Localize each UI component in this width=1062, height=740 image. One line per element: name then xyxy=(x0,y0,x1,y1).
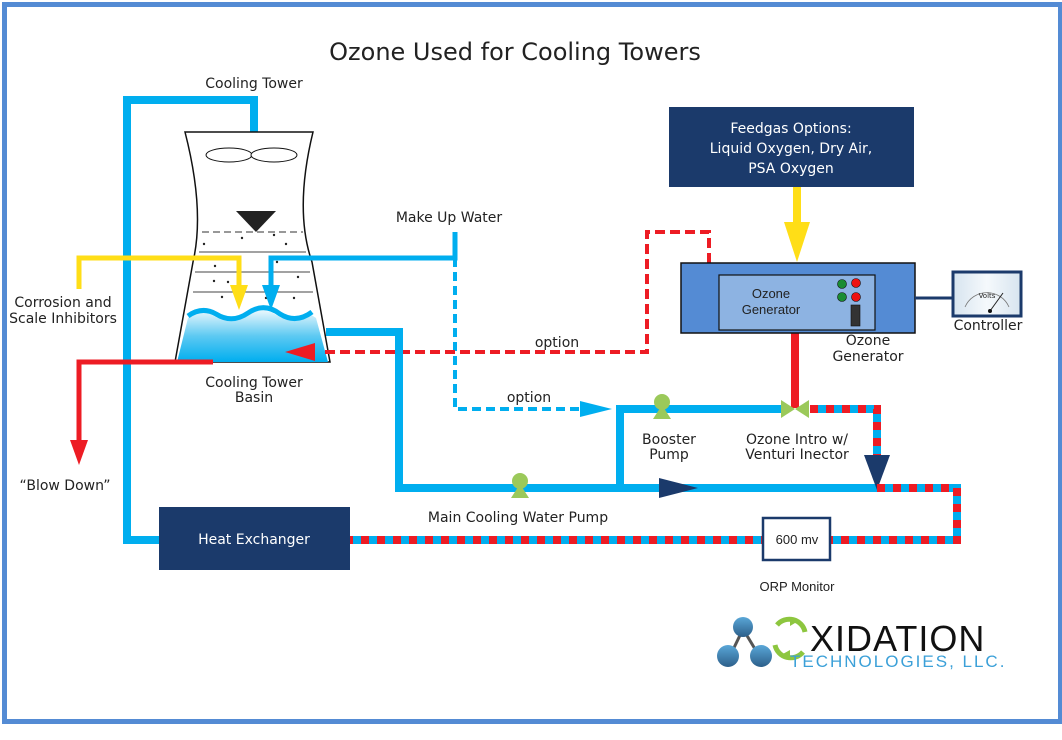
display-slot xyxy=(850,304,861,327)
booster-pump-icon xyxy=(653,394,671,419)
inhibitor-feed-line xyxy=(76,255,248,310)
arrow-down-icon xyxy=(864,455,890,490)
indicator-light-icon xyxy=(851,278,861,288)
generator-label-1: Ozone xyxy=(752,286,790,301)
orp-reading: 600 mv xyxy=(776,532,819,547)
recycle-arrows-icon xyxy=(772,616,808,661)
generator-caption-2: Generator xyxy=(832,349,903,365)
main-pump-label: Main Cooling Water Pump xyxy=(428,510,608,526)
ozone-intro-label-1: Ozone Intro w/ xyxy=(746,432,848,448)
feedgas-line-3: PSA Oxygen xyxy=(748,161,834,177)
flow-arrow-icon xyxy=(659,478,698,498)
makeup-water-line xyxy=(262,232,458,310)
blow-down-label: “Blow Down” xyxy=(20,478,111,494)
arrow-down-icon xyxy=(262,285,280,310)
controller-label: Controller xyxy=(954,318,1023,334)
cooling-tower xyxy=(174,131,331,363)
diagram-frame xyxy=(2,2,1062,724)
logo-subtitle: TECHNOLOGIES, LLC. xyxy=(790,652,1006,671)
feedgas-box: Feedgas Options: Liquid Oxygen, Dry Air,… xyxy=(669,107,914,187)
gauge-label: Volts xyxy=(979,292,996,300)
basin-label-2: Basin xyxy=(235,390,273,406)
ozone-intro-label-2: Venturi Inector xyxy=(745,447,849,463)
feedgas-line-2: Liquid Oxygen, Dry Air, xyxy=(710,141,872,157)
arrow-down-icon xyxy=(230,285,248,310)
spray-nozzle-icon xyxy=(236,211,276,232)
indicator-light-icon xyxy=(851,292,861,302)
heat-exchanger-label: Heat Exchanger xyxy=(198,532,310,548)
arrow-down-icon xyxy=(784,222,810,262)
generator-label-2: Generator xyxy=(742,302,801,317)
logo-word: XIDATION xyxy=(810,618,985,659)
booster-pump-label-2: Pump xyxy=(649,447,689,463)
basin-water xyxy=(177,310,328,362)
ozone-option-line xyxy=(285,230,711,361)
indicator-light-icon xyxy=(837,292,847,302)
blow-down-line xyxy=(70,359,213,465)
feedgas-line-1: Feedgas Options: xyxy=(730,121,851,137)
main-pump-icon xyxy=(511,473,529,498)
feedgas-arrow xyxy=(784,187,810,262)
makeup-water-option-line xyxy=(453,258,612,417)
orp-monitor-label: ORP Monitor xyxy=(760,579,836,594)
arrow-right-icon xyxy=(580,401,612,417)
corrosion-label-1: Corrosion and xyxy=(14,295,111,311)
make-up-water-label: Make Up Water xyxy=(396,210,503,226)
ozone-option-label: option xyxy=(535,335,579,351)
ozone-generator: Ozone Generator xyxy=(680,262,916,334)
diagram-title: Ozone Used for Cooling Towers xyxy=(329,38,701,66)
arrow-left-icon xyxy=(285,343,315,361)
generator-caption-1: Ozone xyxy=(846,333,890,349)
oxidation-technologies-logo: XIDATION TECHNOLOGIES, LLC. xyxy=(717,616,1006,671)
basin-label-1: Cooling Tower xyxy=(205,375,303,391)
main-supply-pipe xyxy=(326,328,877,498)
venturi-injector-icon xyxy=(781,400,809,418)
orp-monitor: 600 mv xyxy=(761,516,832,562)
cooling-tower-label: Cooling Tower xyxy=(205,76,303,92)
molecule-icon xyxy=(717,617,772,667)
fan-icon xyxy=(205,147,298,163)
ozonated-water-pipe xyxy=(350,405,961,544)
booster-pump-label-1: Booster xyxy=(642,432,696,448)
corrosion-label-2: Scale Inhibitors xyxy=(9,311,117,327)
arrow-down-icon xyxy=(70,440,88,465)
controller-gauge-icon: Volts xyxy=(951,270,1023,318)
indicator-light-icon xyxy=(837,279,847,289)
heat-exchanger: Heat Exchanger xyxy=(159,507,350,570)
return-water-pipe xyxy=(123,96,258,544)
water-option-label: option xyxy=(507,390,551,406)
